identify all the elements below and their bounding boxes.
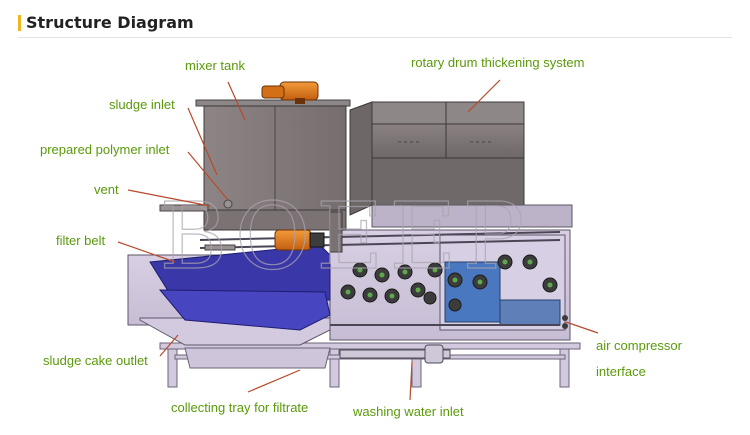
drum-plate-left: ▭ ▭ ▭ ▭ bbox=[398, 139, 419, 145]
label-air-compressor-interface: interface bbox=[596, 364, 646, 379]
filter-belt-shape bbox=[149, 244, 561, 331]
header-accent-bar bbox=[18, 15, 21, 31]
label-air-compressor: air compressor bbox=[596, 338, 682, 353]
rotary-drum-shape bbox=[349, 101, 573, 228]
label-collecting-tray: collecting tray for filtrate bbox=[171, 400, 309, 415]
air-compressor-fitting bbox=[562, 315, 568, 329]
watermark-text: BOEEP bbox=[160, 183, 531, 290]
label-rotary-drum: rotary drum thickening system bbox=[411, 55, 585, 70]
label-mixer-tank: mixer tank bbox=[185, 58, 245, 73]
header-divider bbox=[18, 37, 732, 38]
inlet-pipes bbox=[159, 199, 236, 251]
mixer-motor bbox=[261, 81, 319, 104]
page-title: Structure Diagram bbox=[26, 13, 194, 32]
washing-water-pipe bbox=[339, 344, 451, 364]
drum-plate-right: ▭ ▭ ▭ ▭ bbox=[470, 139, 491, 145]
belt-shafts bbox=[199, 231, 561, 326]
label-sludge-cake-outlet: sludge cake outlet bbox=[43, 353, 148, 368]
collecting-tray bbox=[184, 347, 331, 369]
label-sludge-inlet: sludge inlet bbox=[109, 97, 175, 112]
belt-drive-motor bbox=[274, 211, 343, 253]
label-vent: vent bbox=[94, 182, 119, 197]
mixer-tank-shape bbox=[195, 99, 351, 231]
label-washing-water-inlet: washing water inlet bbox=[353, 404, 464, 419]
label-filter-belt: filter belt bbox=[56, 233, 106, 248]
leader-lines bbox=[117, 79, 599, 401]
label-polymer-inlet: prepared polymer inlet bbox=[40, 142, 170, 157]
roller-hubs bbox=[345, 259, 553, 299]
